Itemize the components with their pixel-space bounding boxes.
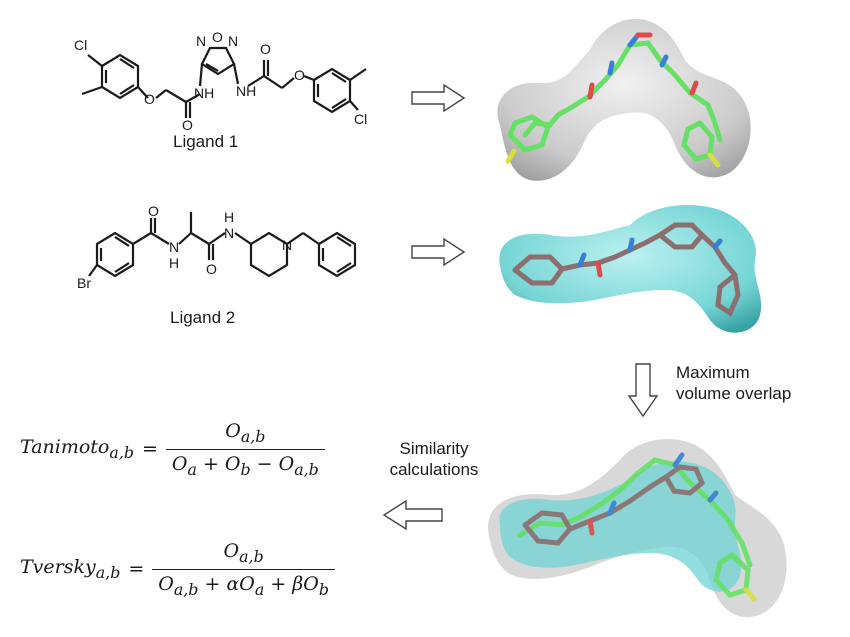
tversky-lhs: Tverskya,b [20, 556, 120, 582]
ligand1-o-carbonyl2: O [260, 41, 271, 57]
ligand1-cl-bottom: Cl [354, 111, 367, 127]
ligand1-caption: Ligand 1 [173, 132, 239, 151]
arrow-right-1 [411, 83, 466, 113]
tanimoto-equals: = [141, 438, 158, 461]
ligand1-o-carbonyl1: O [182, 117, 193, 133]
tversky-numerator: Oa,b [223, 540, 264, 566]
ligand2-o-carbonyl1: O [148, 203, 159, 219]
tversky-name: Tversky [20, 556, 96, 579]
ligand2-surface-render [499, 205, 762, 333]
tversky-denominator: Oa,b + αOa + βOb [152, 568, 336, 599]
ligand1-nh-left: NH [194, 85, 214, 101]
ligand1-structure: Cl O O NH N O N NH O O Cl [74, 29, 367, 133]
ligand2-h-amide1: H [169, 255, 179, 271]
ligand2-n-amide1: N [169, 239, 179, 255]
tanimoto-numerator: Oa,b [225, 420, 266, 446]
ligand2-o-carbonyl2: O [206, 261, 217, 277]
tanimoto-formula: Tanimotoa,b = Oa,b Oa + Ob − Oa,b [20, 420, 325, 479]
tversky-fraction: Oa,b Oa,b + αOa + βOb [152, 540, 336, 599]
tanimoto-name: Tanimoto [20, 436, 110, 459]
arrow-right-2 [411, 237, 466, 267]
similarity-step-label: Similarity calculations [374, 438, 494, 480]
tanimoto-lhs: Tanimotoa,b [20, 436, 134, 462]
tanimoto-sub: a,b [109, 443, 134, 463]
ligand1-surface-render [497, 19, 751, 181]
ligand1-cl-top: Cl [74, 37, 87, 53]
tversky-sub: a,b [95, 563, 121, 583]
ligand1-furazan-n1: N [196, 33, 206, 49]
tanimoto-fraction: Oa,b Oa + Ob − Oa,b [165, 420, 325, 479]
ligand1-o-ether1: O [144, 91, 155, 107]
ligand2-br: Br [77, 275, 91, 291]
overlap-surface-render [488, 439, 787, 618]
ligand2-structure: Br O N H O N H N [77, 203, 357, 291]
ligand1-o-ether2: O [294, 67, 305, 83]
overlap-step-label: Maximum volume overlap [676, 362, 791, 404]
ligand1-furazan-o: O [212, 29, 223, 45]
arrow-down [627, 363, 659, 418]
ligand1-nh-right: NH [236, 83, 256, 99]
ligand2-h-amide2: H [224, 209, 234, 225]
similarity-label-line1: Similarity [399, 439, 469, 458]
ligand1-furazan-n2: N [228, 33, 238, 49]
tversky-formula: Tverskya,b = Oa,b Oa,b + αOa + βOb [20, 540, 336, 599]
ligand2-n-piperidine: N [282, 237, 292, 253]
overlap-label-line1: Maximum [676, 363, 750, 382]
ligand2-n-amide2: N [224, 225, 234, 241]
ligand2-caption: Ligand 2 [170, 308, 236, 327]
arrow-left [382, 499, 443, 531]
tanimoto-denominator: Oa + Ob − Oa,b [165, 448, 325, 479]
tversky-equals: = [128, 558, 145, 581]
similarity-label-line2: calculations [389, 460, 479, 479]
overlap-label-line2: volume overlap [676, 384, 792, 403]
